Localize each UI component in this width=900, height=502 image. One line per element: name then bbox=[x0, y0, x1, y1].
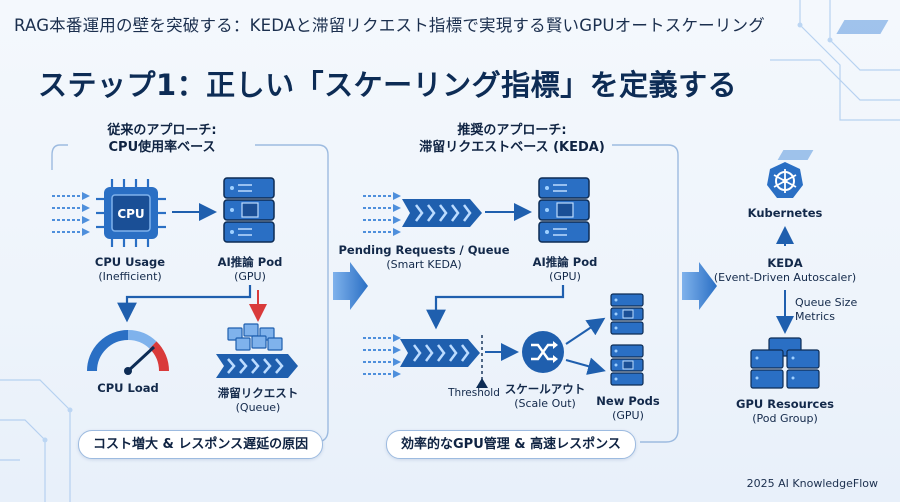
kubernetes-icon bbox=[767, 162, 803, 198]
left-heading-line1: 従来のアプローチ: bbox=[107, 123, 217, 138]
footer-credit: 2025 AI KnowledgeFlow bbox=[746, 477, 878, 490]
left-pod-sub: (GPU) bbox=[234, 270, 266, 283]
middle-pod-title: AI推論 Pod bbox=[532, 255, 598, 269]
lower-incoming-arrows-icon bbox=[363, 334, 401, 378]
incoming-arrows-icon bbox=[52, 192, 90, 236]
header-text: RAG本番運用の壁を突破する：KEDAと滞留リクエスト指標で実現する賢いGPUオ… bbox=[14, 16, 765, 35]
pending-incoming-arrows-icon bbox=[363, 192, 401, 236]
gpu-resources-title: GPU Resources bbox=[736, 397, 834, 411]
middle-result-pill: 効率的なGPU管理 & 高速レスポンス bbox=[386, 430, 636, 459]
keda-label: KEDA (Event-Driven Autoscaler) bbox=[714, 256, 856, 285]
pending-queue-chevron-icon bbox=[402, 199, 482, 227]
pending-sub: (Smart KEDA) bbox=[386, 258, 462, 271]
kubernetes-title: Kubernetes bbox=[747, 206, 823, 220]
cpu-load-label: CPU Load bbox=[97, 381, 158, 396]
cpu-usage-sub: (Inefficient) bbox=[98, 270, 162, 283]
lower-queue-chevron-icon bbox=[400, 339, 480, 367]
new-pods-sub: (GPU) bbox=[612, 409, 644, 422]
scale-out-sub: (Scale Out) bbox=[514, 397, 576, 410]
new-pod-server-icon-1 bbox=[610, 293, 644, 335]
middle-pod-sub: (GPU) bbox=[549, 270, 581, 283]
queue-sub: (Queue) bbox=[235, 401, 281, 414]
queue-label: 滞留リクエスト (Queue) bbox=[218, 386, 299, 415]
middle-heading-line2: 滞留リクエストベース (KEDA) bbox=[419, 140, 605, 155]
ai-pod-server-icon-middle bbox=[538, 177, 590, 243]
cpu-chip-label: CPU bbox=[117, 207, 144, 221]
cpu-load-title: CPU Load bbox=[97, 381, 159, 395]
metrics-label: Queue Size Metrics bbox=[795, 296, 857, 324]
cpu-load-gauge-icon bbox=[87, 329, 170, 375]
middle-heading: 推奨のアプローチ: 滞留リクエストベース (KEDA) bbox=[419, 122, 605, 156]
new-pods-label: New Pods (GPU) bbox=[596, 394, 659, 423]
cpu-usage-label: CPU Usage (Inefficient) bbox=[95, 255, 165, 284]
scale-out-title: スケールアウト bbox=[504, 382, 586, 396]
new-pods-title: New Pods bbox=[596, 394, 660, 408]
queue-title: 滞留リクエスト bbox=[217, 386, 299, 400]
scale-out-label: スケールアウト (Scale Out) bbox=[505, 382, 586, 411]
middle-pod-label: AI推論 Pod (GPU) bbox=[533, 255, 598, 284]
metrics-line2: Metrics bbox=[795, 310, 835, 323]
pending-label: Pending Requests / Queue (Smart KEDA) bbox=[338, 243, 509, 272]
metrics-line1: Queue Size bbox=[795, 296, 858, 309]
ai-pod-server-icon bbox=[223, 177, 275, 243]
kubernetes-label: Kubernetes bbox=[748, 206, 823, 221]
page-title: ステップ1：正しい「スケーリング指標」を定義する bbox=[38, 68, 738, 102]
gpu-resources-cluster-icon bbox=[750, 337, 820, 389]
pending-title: Pending Requests / Queue bbox=[338, 243, 510, 257]
queue-stack-icon bbox=[216, 323, 298, 378]
middle-heading-line1: 推奨のアプローチ: bbox=[457, 123, 567, 138]
keda-sub: (Event-Driven Autoscaler) bbox=[713, 271, 857, 284]
new-pod-server-icon-2 bbox=[610, 344, 644, 386]
threshold-label: Threshold bbox=[448, 387, 500, 399]
cpu-chip-icon: CPU bbox=[96, 179, 166, 247]
scale-out-shuffle-icon bbox=[522, 331, 564, 373]
left-result-pill: コスト増大 & レスポンス遅延の原因 bbox=[78, 430, 324, 459]
gpu-resources-label: GPU Resources (Pod Group) bbox=[736, 397, 834, 426]
left-heading: 従来のアプローチ: CPU使用率ベース bbox=[107, 122, 216, 156]
left-heading-line2: CPU使用率ベース bbox=[108, 140, 216, 155]
keda-title: KEDA bbox=[767, 256, 803, 270]
cpu-usage-title: CPU Usage bbox=[94, 255, 166, 269]
left-pod-label: AI推論 Pod (GPU) bbox=[218, 255, 283, 284]
gpu-resources-sub: (Pod Group) bbox=[752, 412, 818, 425]
left-pod-title: AI推論 Pod bbox=[217, 255, 283, 269]
